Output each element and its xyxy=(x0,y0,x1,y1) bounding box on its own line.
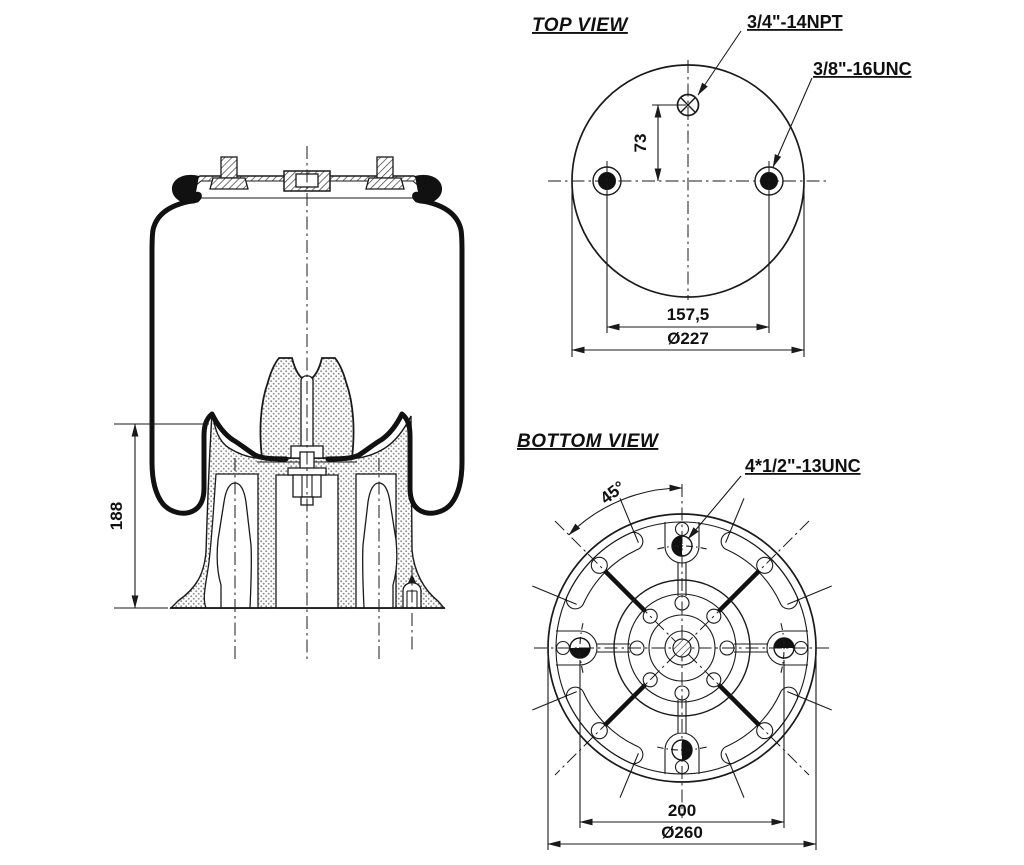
npt-leader-line xyxy=(697,30,742,96)
dim-260: Ø260 xyxy=(661,823,703,842)
bolt-spec-label: 4*1/2"-13UNC xyxy=(745,456,861,476)
bellows-left xyxy=(149,197,289,516)
dim-188: 188 xyxy=(107,502,126,530)
dim-157-5: 157,5 xyxy=(667,305,710,324)
dim-73: 73 xyxy=(631,134,650,153)
bottom-view: BOTTOM VIEW xyxy=(517,431,861,850)
side-view: 188 xyxy=(107,146,465,662)
plate-curl-right xyxy=(412,174,443,204)
center-hub xyxy=(613,579,751,717)
dimension-height-188: 188 xyxy=(107,423,209,609)
top-view: TOP VIEW 73 157,5 xyxy=(532,12,912,357)
bolt-leader-line xyxy=(687,475,742,540)
unc-stud-label: 3/8"-16UNC xyxy=(813,59,912,79)
dimension-plate-diameter: Ø227 xyxy=(571,186,805,357)
rim-tick xyxy=(725,498,745,543)
dimension-flange-diameter: Ø260 xyxy=(547,658,817,850)
bottom-view-title: BOTTOM VIEW xyxy=(517,431,660,452)
dimension-bolt-spacing: 157,5 xyxy=(606,196,770,333)
npt-port-label: 3/4"-14NPT xyxy=(747,12,843,32)
mounting-stud-right xyxy=(365,156,405,190)
dim-227: Ø227 xyxy=(667,329,709,348)
dimension-offset-73: 73 xyxy=(631,104,686,182)
dimension-bolt-circle: 200 xyxy=(579,660,785,828)
stud-hole-right xyxy=(754,161,784,201)
bottom-diag-centerline-1 xyxy=(554,520,810,776)
mounting-stud-left xyxy=(209,156,249,190)
bellows-right xyxy=(325,197,465,516)
unc-leader-line xyxy=(772,77,813,168)
plate-curl-left xyxy=(171,174,202,204)
rim-tick xyxy=(619,498,639,543)
relief-slot xyxy=(717,531,799,613)
dim-200: 200 xyxy=(668,801,696,820)
bead-plate xyxy=(171,156,443,204)
stud-hole-left xyxy=(592,161,622,201)
top-view-title: TOP VIEW xyxy=(532,15,629,36)
dim-45deg: 45° xyxy=(597,477,629,508)
bottom-diag-centerline-2 xyxy=(554,520,810,776)
